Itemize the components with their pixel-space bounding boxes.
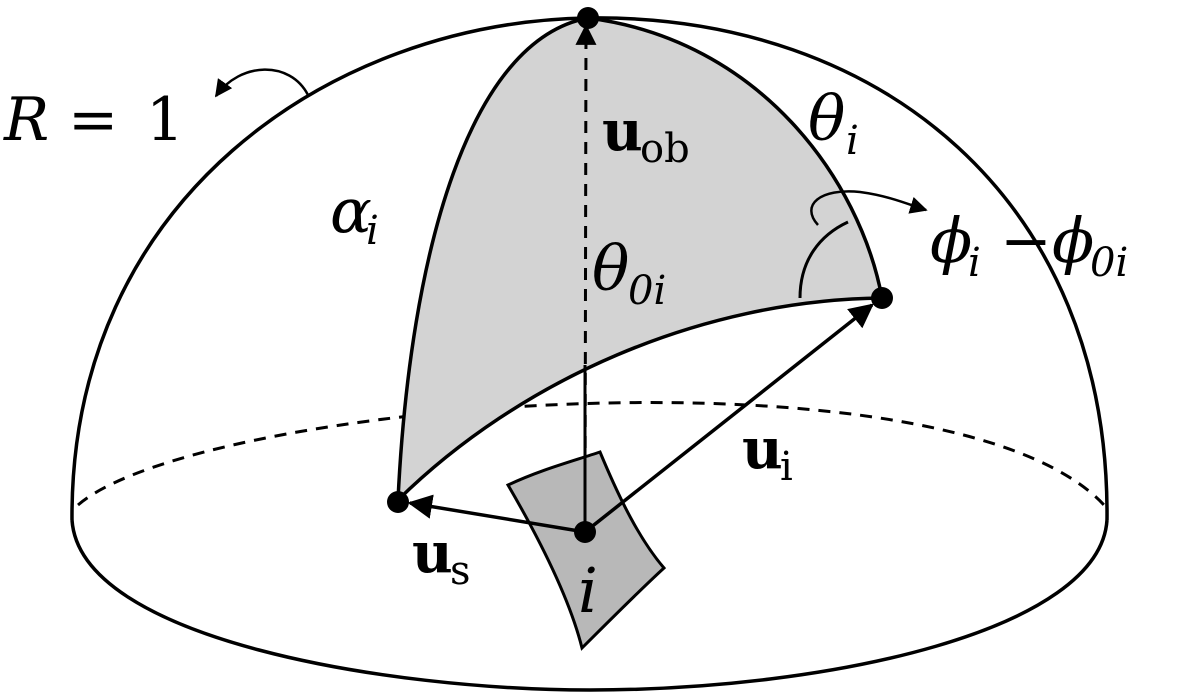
svg-text:u: u — [602, 98, 643, 164]
svg-text:ob: ob — [640, 126, 690, 172]
u-ob-label: u ob — [602, 98, 690, 172]
svg-text:−: − — [1000, 204, 1052, 277]
svg-text:i: i — [968, 240, 981, 286]
point-origin — [574, 521, 596, 543]
svg-text:0i: 0i — [628, 268, 666, 314]
svg-text:θ: θ — [808, 82, 845, 155]
svg-text:1: 1 — [146, 85, 184, 155]
alpha-label: α i — [330, 174, 379, 254]
angle-arc — [798, 220, 849, 299]
svg-text:ϕ: ϕ — [1052, 204, 1094, 277]
point-left-vertex — [387, 491, 409, 513]
phi-diff-label: ϕ i − ϕ 0i — [930, 204, 1128, 286]
svg-text:ϕ: ϕ — [930, 204, 972, 277]
point-north-pole — [577, 7, 599, 29]
svg-text:i: i — [780, 444, 793, 490]
hemisphere-base-front — [70, 519, 1109, 692]
svg-text:s: s — [450, 548, 471, 594]
svg-text:i: i — [366, 208, 379, 254]
svg-text:θ: θ — [592, 232, 629, 305]
spherical-triangle — [396, 16, 885, 505]
theta0-label: θ 0i — [592, 232, 666, 314]
theta-label: θ i — [808, 82, 859, 164]
u-s-label: u s — [412, 520, 471, 594]
svg-text:u: u — [742, 416, 783, 482]
point-right-vertex — [871, 287, 893, 309]
svg-text:=: = — [68, 85, 118, 155]
surface-patch — [505, 450, 667, 651]
u-i-label: u i — [742, 416, 793, 490]
svg-text:α: α — [330, 174, 372, 247]
patch-label: i — [578, 554, 598, 627]
svg-text:u: u — [412, 520, 453, 586]
svg-text:0i: 0i — [1090, 240, 1128, 286]
phi-pointer-arrow — [810, 190, 928, 226]
svg-text:R: R — [3, 85, 49, 155]
radius-label: R = 1 — [3, 85, 184, 155]
svg-text:i: i — [846, 118, 859, 164]
radius-pointer-arrow — [214, 68, 310, 98]
u-s-vector — [407, 494, 586, 534]
u-i-vector — [583, 303, 874, 534]
